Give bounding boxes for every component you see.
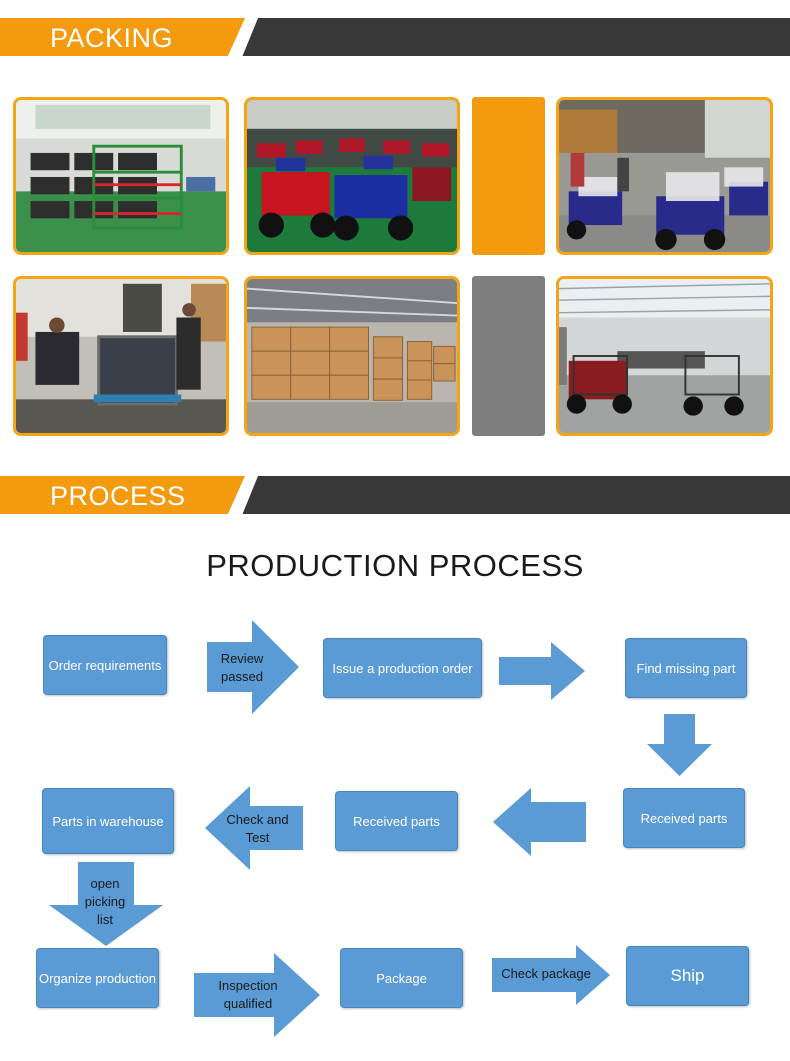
packing-title: PACKING	[50, 23, 174, 53]
check-package-label: Check package	[501, 966, 591, 981]
right-arrow-inspection	[194, 953, 320, 1037]
right-arrow-check-package	[492, 945, 610, 1005]
packing-header-bar: PACKING	[0, 18, 790, 56]
down-arrow-right	[647, 714, 712, 776]
process-section-title: PROCESS	[50, 481, 186, 511]
photo-stacked-cartons	[244, 276, 460, 436]
down-arrow-left	[49, 862, 163, 946]
received-parts-mid-box: Received parts	[335, 791, 458, 851]
right-arrow-review	[207, 620, 299, 714]
left-arrow-check	[205, 786, 303, 870]
photo-atv-engine-racks	[13, 97, 229, 255]
left-arrow-2	[493, 788, 586, 856]
orange-block	[472, 97, 545, 255]
find-missing-part-box: Find missing part	[625, 638, 747, 698]
process-header-bar: PROCESS	[0, 476, 790, 514]
issue-production-order-box: Issue a production order	[323, 638, 482, 698]
photo-workers-unboxing-atvs	[556, 97, 773, 255]
ship-box: Ship	[626, 946, 749, 1006]
production-process-heading: PRODUCTION PROCESS	[206, 548, 584, 583]
photo-workers-packing-crate	[13, 276, 229, 436]
package-box: Package	[340, 948, 463, 1008]
gray-block	[472, 276, 545, 436]
received-parts-right-box: Received parts	[623, 788, 745, 848]
right-arrow-2	[499, 642, 585, 700]
photo-red-blue-atv-rows	[244, 97, 460, 255]
photo-go-kart-showroom	[556, 276, 773, 436]
parts-in-warehouse-box: Parts in warehouse	[42, 788, 174, 854]
order-requirements-box: Order requirements	[43, 635, 167, 695]
organize-production-box: Organize production	[36, 948, 159, 1008]
